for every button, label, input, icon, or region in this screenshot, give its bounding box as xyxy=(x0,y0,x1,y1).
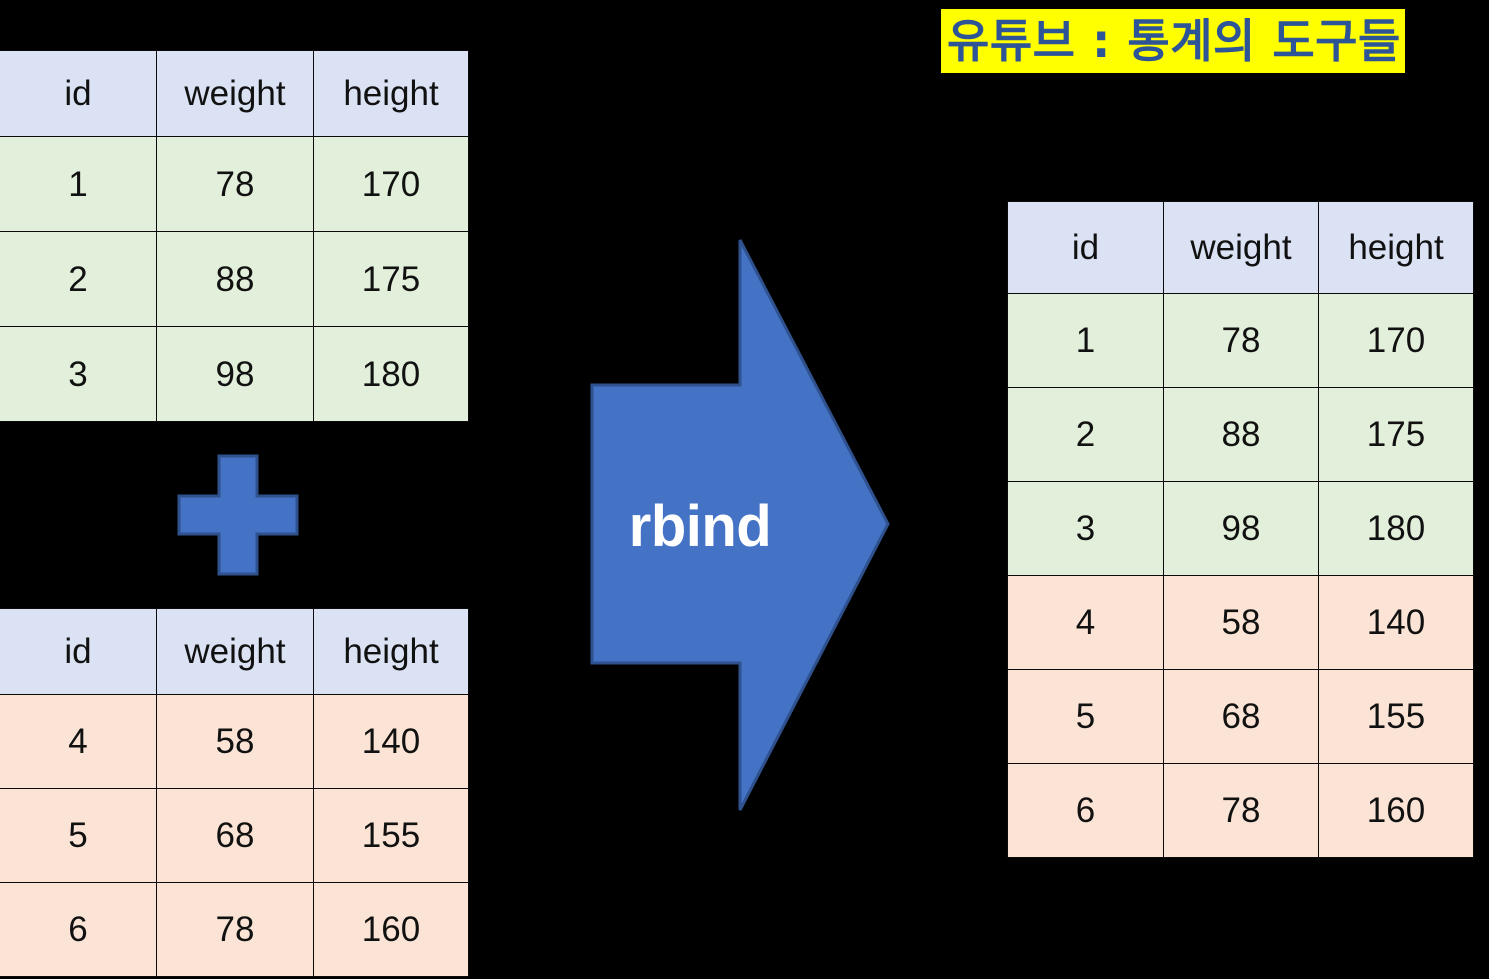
cell-id: 5 xyxy=(0,788,157,883)
cell-height: 175 xyxy=(1318,387,1474,482)
column-header-weight: weight xyxy=(156,50,314,137)
cell-id: 2 xyxy=(1007,387,1164,482)
cell-id: 1 xyxy=(1007,293,1164,388)
table-row: 3 98 180 xyxy=(1007,481,1474,576)
table-row: 3 98 180 xyxy=(0,326,469,422)
column-header-id: id xyxy=(0,608,157,695)
cell-height: 170 xyxy=(313,136,469,232)
table-header-row: id weight height xyxy=(1007,201,1474,294)
input-table-a: id weight height 1 78 170 2 88 175 3 98 … xyxy=(0,50,469,422)
column-header-weight: weight xyxy=(156,608,314,695)
cell-height: 155 xyxy=(313,788,469,883)
plus-icon xyxy=(177,454,299,576)
table-row: 6 78 160 xyxy=(1007,763,1474,858)
input-table-b: id weight height 4 58 140 5 68 155 6 78 … xyxy=(0,608,469,977)
table-row: 1 78 170 xyxy=(0,136,469,232)
cell-height: 160 xyxy=(313,882,469,977)
cell-id: 3 xyxy=(1007,481,1164,576)
cell-id: 4 xyxy=(0,694,157,789)
page-title: 유튜브 : 통계의 도구들 xyxy=(947,14,1401,68)
rbind-arrow-icon xyxy=(590,239,890,811)
cell-weight: 98 xyxy=(1163,481,1319,576)
cell-id: 4 xyxy=(1007,575,1164,670)
table-header-row: id weight height xyxy=(0,608,469,695)
cell-weight: 68 xyxy=(156,788,314,883)
cell-height: 160 xyxy=(1318,763,1474,858)
cell-id: 5 xyxy=(1007,669,1164,764)
column-header-height: height xyxy=(313,608,469,695)
column-header-height: height xyxy=(1318,201,1474,294)
cell-height: 170 xyxy=(1318,293,1474,388)
cell-weight: 88 xyxy=(156,231,314,327)
cell-id: 3 xyxy=(0,326,157,422)
column-header-height: height xyxy=(313,50,469,137)
cell-weight: 58 xyxy=(156,694,314,789)
cell-height: 140 xyxy=(1318,575,1474,670)
table-row: 1 78 170 xyxy=(1007,293,1474,388)
table-row: 5 68 155 xyxy=(1007,669,1474,764)
cell-weight: 88 xyxy=(1163,387,1319,482)
cell-id: 1 xyxy=(0,136,157,232)
cell-weight: 78 xyxy=(1163,763,1319,858)
table-header-row: id weight height xyxy=(0,50,469,137)
cell-id: 6 xyxy=(1007,763,1164,858)
table-row: 2 88 175 xyxy=(1007,387,1474,482)
table-row: 5 68 155 xyxy=(0,788,469,883)
table-row: 4 58 140 xyxy=(1007,575,1474,670)
table-row: 4 58 140 xyxy=(0,694,469,789)
cell-weight: 98 xyxy=(156,326,314,422)
cell-height: 175 xyxy=(313,231,469,327)
title-banner: 유튜브 : 통계의 도구들 xyxy=(941,9,1405,73)
cell-weight: 68 xyxy=(1163,669,1319,764)
cell-weight: 78 xyxy=(1163,293,1319,388)
cell-weight: 78 xyxy=(156,882,314,977)
cell-weight: 78 xyxy=(156,136,314,232)
result-table: id weight height 1 78 170 2 88 175 3 98 … xyxy=(1007,201,1474,858)
cell-height: 180 xyxy=(1318,481,1474,576)
column-header-id: id xyxy=(1007,201,1164,294)
cell-height: 140 xyxy=(313,694,469,789)
cell-weight: 58 xyxy=(1163,575,1319,670)
table-row: 6 78 160 xyxy=(0,882,469,977)
cell-height: 155 xyxy=(1318,669,1474,764)
table-row: 2 88 175 xyxy=(0,231,469,327)
column-header-id: id xyxy=(0,50,157,137)
cell-id: 2 xyxy=(0,231,157,327)
column-header-weight: weight xyxy=(1163,201,1319,294)
cell-id: 6 xyxy=(0,882,157,977)
cell-height: 180 xyxy=(313,326,469,422)
